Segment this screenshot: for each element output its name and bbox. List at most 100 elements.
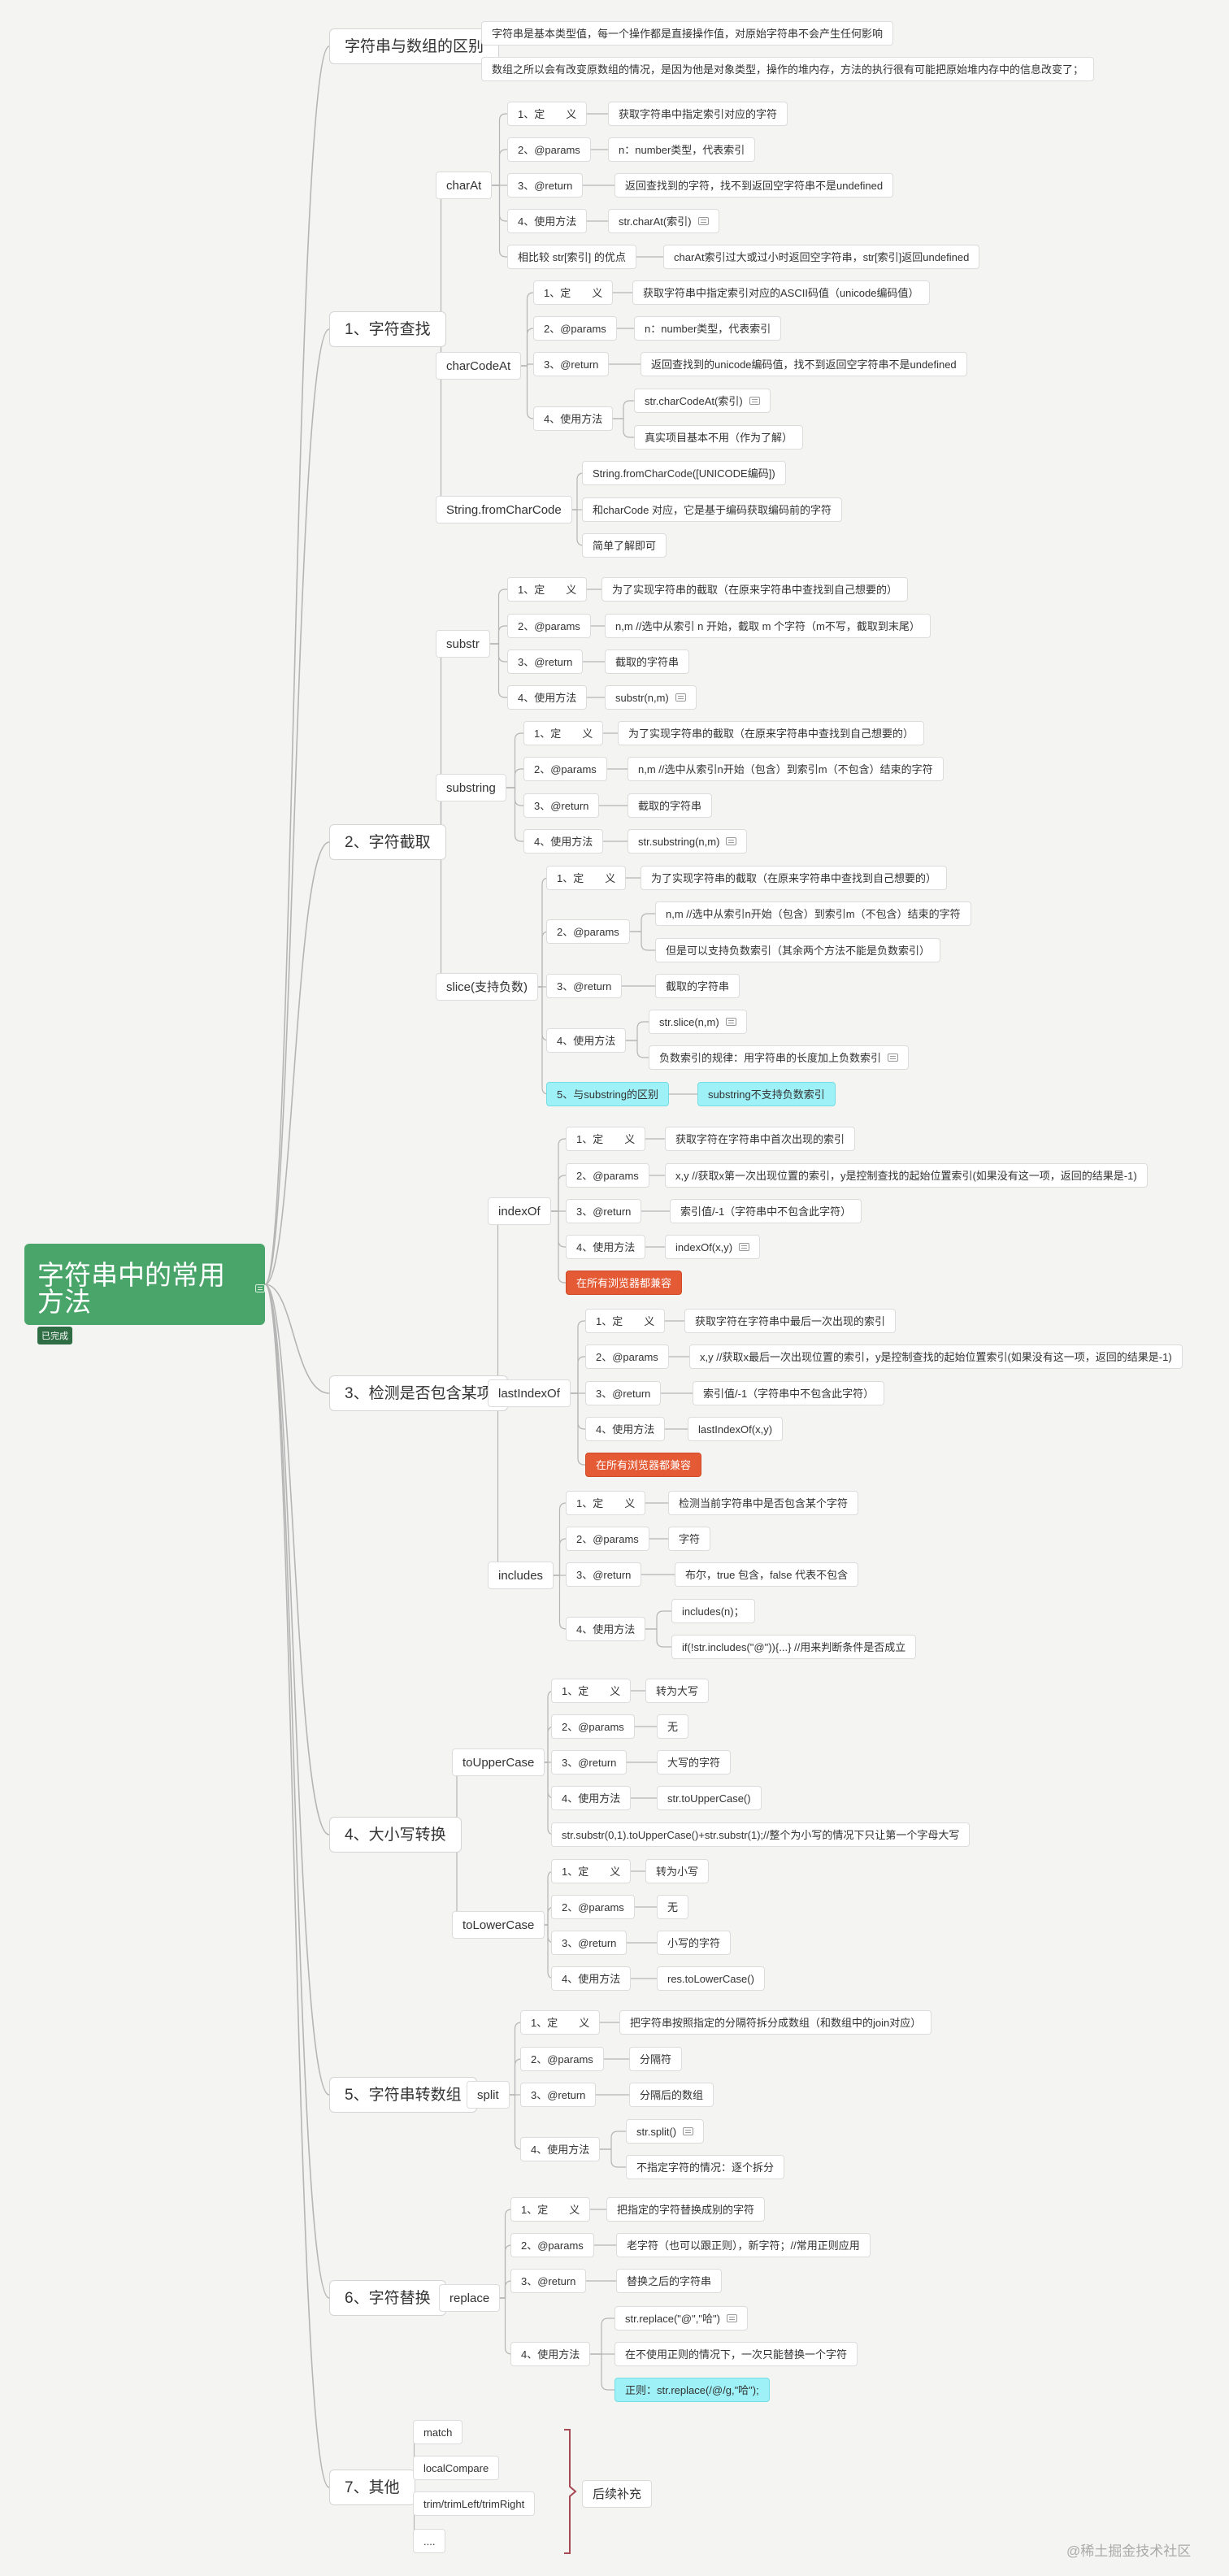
mindmap-node-n2a5v[interactable]: charAt索引过大或过小时返回空字符串，str[索引]返回undefined — [663, 245, 980, 269]
mindmap-node-n2b2v[interactable]: n：number类型，代表索引 — [634, 316, 782, 341]
mindmap-node-n2a4v[interactable]: str.charAt(索引) — [608, 209, 719, 233]
mindmap-node-n4b[interactable]: lastIndexOf — [488, 1379, 571, 1407]
mindmap-node-n4b1v[interactable]: 获取字符在字符串中最后一次出现的索引 — [684, 1309, 897, 1333]
mindmap-node-n6a2[interactable]: 2、@params — [520, 2047, 604, 2071]
mindmap-node-n2b4[interactable]: 4、使用方法 — [533, 406, 614, 431]
mindmap-node-n3b4[interactable]: 4、使用方法 — [523, 829, 604, 854]
mindmap-node-n4b4[interactable]: 4、使用方法 — [585, 1417, 666, 1441]
mindmap-node-n7a4v[interactable]: str.replace("@","哈") — [614, 2306, 748, 2331]
mindmap-node-n4a[interactable]: indexOf — [488, 1197, 551, 1225]
mindmap-node-n1a[interactable]: 字符串是基本类型值，每一个操作都是直接操作值，对原始字符串不会产生任何影响 — [481, 21, 894, 46]
mindmap-node-n2a4[interactable]: 4、使用方法 — [507, 209, 588, 233]
mindmap-node-n8c[interactable]: trim/trimLeft/trimRight — [413, 2491, 536, 2516]
mindmap-node-n7a4[interactable]: 4、使用方法 — [510, 2342, 591, 2366]
mindmap-node-n2b4v[interactable]: str.charCodeAt(索引) — [634, 389, 771, 413]
mindmap-node-n8a[interactable]: match — [413, 2420, 463, 2444]
mindmap-node-n4b3[interactable]: 3、@return — [585, 1381, 662, 1405]
mindmap-node-n3c[interactable]: slice(支持负数) — [436, 973, 538, 1001]
mindmap-node-n5a[interactable]: toUpperCase — [452, 1748, 545, 1776]
mindmap-node-n3a1v[interactable]: 为了实现字符串的截取（在原来字符串中查找到自己想要的） — [601, 577, 909, 602]
mindmap-node-n2b1[interactable]: 1、定 义 — [533, 280, 614, 305]
mindmap-node-n7a[interactable]: replace — [439, 2284, 501, 2312]
mindmap-node-n1b[interactable]: 数组之所以会有改变原数组的情况，是因为他是对象类型，操作的堆内存，方法的执行很有… — [481, 57, 1095, 81]
mindmap-node-n3c3v[interactable]: 截取的字符串 — [655, 974, 740, 998]
mindmap-node-n7a3v[interactable]: 替换之后的字符串 — [616, 2269, 723, 2293]
mindmap-node-n2c1[interactable]: String.fromCharCode([UNICODE编码]) — [582, 461, 786, 485]
mindmap-node-n4a2[interactable]: 2、@params — [566, 1163, 649, 1188]
mindmap-node-n2a3[interactable]: 3、@return — [507, 173, 584, 198]
mindmap-node-n2a2v[interactable]: n：number类型，代表索引 — [608, 137, 756, 162]
mindmap-node-n3a3[interactable]: 3、@return — [507, 649, 584, 674]
mindmap-node-n3b[interactable]: substring — [436, 774, 506, 801]
mindmap-node-n5a4[interactable]: 4、使用方法 — [551, 1786, 632, 1810]
mindmap-node-n5b4[interactable]: 4、使用方法 — [551, 1966, 632, 1991]
mindmap-node-n3c5v[interactable]: substring不支持负数索引 — [697, 1082, 836, 1106]
mindmap-node-n2a[interactable]: charAt — [436, 172, 493, 199]
mindmap-node-n3a2[interactable]: 2、@params — [507, 614, 591, 638]
mindmap-node-n6a4w[interactable]: 不指定字符的情况：逐个拆分 — [626, 2155, 785, 2179]
mindmap-node-n2c2[interactable]: 和charCode 对应，它是基于编码获取编码前的字符 — [582, 497, 842, 522]
mindmap-node-n7a4w[interactable]: 在不使用正则的情况下，一次只能替换一个字符 — [614, 2342, 858, 2366]
mindmap-node-n2b3[interactable]: 3、@return — [533, 352, 610, 376]
mindmap-node-n7a4x[interactable]: 正则：str.replace(/@/g,"哈"); — [614, 2378, 770, 2402]
mindmap-node-n4c1v[interactable]: 检测当前字符串中是否包含某个字符 — [668, 1491, 859, 1515]
mindmap-node-n8b[interactable]: localCompare — [413, 2456, 500, 2480]
mindmap-node-n2a1[interactable]: 1、定 义 — [507, 102, 588, 126]
mindmap-node-n2b1v[interactable]: 获取字符串中指定索引对应的ASCII码值（unicode编码值） — [632, 280, 930, 305]
mindmap-node-n7a2v[interactable]: 老字符（也可以跟正则），新字符；//常用正则应用 — [616, 2233, 871, 2257]
mindmap-node-n2[interactable]: 1、字符查找 — [329, 311, 446, 347]
mindmap-node-n5b1v[interactable]: 转为小写 — [645, 1859, 710, 1883]
mindmap-node-n3b3[interactable]: 3、@return — [523, 793, 600, 818]
mindmap-node-n2c3[interactable]: 简单了解即可 — [582, 533, 667, 558]
mindmap-node-n2b3v[interactable]: 返回查找到的unicode编码值，找不到返回空字符串不是undefined — [641, 352, 967, 376]
mindmap-node-n4b2v[interactable]: x,y //获取x最后一次出现位置的索引，y是控制查找的起始位置索引(如果没有这… — [689, 1344, 1183, 1369]
mindmap-node-n1[interactable]: 字符串与数组的区别 — [329, 28, 500, 64]
mindmap-node-n5a3[interactable]: 3、@return — [551, 1750, 628, 1775]
mindmap-node-n6a3v[interactable]: 分隔后的数组 — [629, 2083, 714, 2107]
mindmap-node-n4a1[interactable]: 1、定 义 — [566, 1127, 646, 1151]
mindmap-node-n2a3v[interactable]: 返回查找到的字符，找不到返回空字符串不是undefined — [614, 173, 894, 198]
mindmap-node-n3c3[interactable]: 3、@return — [546, 974, 623, 998]
mindmap-node-n3a4[interactable]: 4、使用方法 — [507, 685, 588, 710]
mindmap-node-n2b2[interactable]: 2、@params — [533, 316, 617, 341]
mindmap-node-n4a3v[interactable]: 索引值/-1（字符串中不包含此字符） — [670, 1199, 862, 1223]
mindmap-node-n6a4v[interactable]: str.split() — [626, 2119, 705, 2144]
mindmap-node-n7[interactable]: 6、字符替换 — [329, 2280, 446, 2316]
mindmap-node-n5a2v[interactable]: 无 — [657, 1714, 689, 1739]
mindmap-node-n5b3[interactable]: 3、@return — [551, 1931, 628, 1955]
mindmap-node-n2a5[interactable]: 相比较 str[索引] 的优点 — [507, 245, 636, 269]
mindmap-node-n4a5[interactable]: 在所有浏览器都兼容 — [566, 1271, 683, 1295]
mindmap-node-n3c4[interactable]: 4、使用方法 — [546, 1028, 627, 1053]
mindmap-node-n5a4v[interactable]: str.toUpperCase() — [657, 1786, 762, 1810]
mindmap-node-n4a4v[interactable]: indexOf(x,y) — [665, 1235, 761, 1259]
mindmap-node-n2b[interactable]: charCodeAt — [436, 352, 522, 380]
mindmap-node-n4c4v[interactable]: includes(n)； — [671, 1599, 755, 1623]
mindmap-node-n7a2[interactable]: 2、@params — [510, 2233, 594, 2257]
mindmap-node-n3b2[interactable]: 2、@params — [523, 757, 607, 781]
mindmap-node-n3c2w[interactable]: 但是可以支持负数索引（其余两个方法不能是负数索引） — [655, 938, 941, 962]
mindmap-node-n3a[interactable]: substr — [436, 630, 490, 658]
mindmap-node-n4c3v[interactable]: 布尔，true 包含，false 代表不包含 — [675, 1562, 859, 1587]
mindmap-node-n6a3[interactable]: 3、@return — [520, 2083, 597, 2107]
mindmap-node-n5b2[interactable]: 2、@params — [551, 1895, 635, 1919]
mindmap-node-n5b1[interactable]: 1、定 义 — [551, 1859, 632, 1883]
mindmap-node-n3b1[interactable]: 1、定 义 — [523, 721, 604, 745]
mindmap-node-n5a1v[interactable]: 转为大写 — [645, 1679, 710, 1703]
mindmap-node-n5b3v[interactable]: 小写的字符 — [657, 1931, 732, 1955]
mindmap-node-n4b3v[interactable]: 索引值/-1（字符串中不包含此字符） — [693, 1381, 885, 1405]
mindmap-node-n4[interactable]: 3、检测是否包含某项 — [329, 1375, 508, 1411]
mindmap-node-n3c1v[interactable]: 为了实现字符串的截取（在原来字符串中查找到自己想要的） — [641, 866, 948, 890]
mindmap-node-n6a1v[interactable]: 把字符串按照指定的分隔符拆分成数组（和数组中的join对应） — [619, 2010, 932, 2035]
mindmap-node-n8s[interactable]: 后续补充 — [582, 2480, 653, 2508]
mindmap-node-n4a4[interactable]: 4、使用方法 — [566, 1235, 646, 1259]
mindmap-node-n5b4v[interactable]: res.toLowerCase() — [657, 1966, 765, 1991]
mindmap-node-n5[interactable]: 4、大小写转换 — [329, 1817, 462, 1853]
mindmap-node-n4a2v[interactable]: x,y //获取x第一次出现位置的索引，y是控制查找的起始位置索引(如果没有这一… — [665, 1163, 1148, 1188]
mindmap-node-n6a[interactable]: split — [467, 2081, 510, 2109]
mindmap-node-n4c[interactable]: includes — [488, 1562, 554, 1589]
mindmap-node-n3b1v[interactable]: 为了实现字符串的截取（在原来字符串中查找到自己想要的） — [618, 721, 925, 745]
mindmap-node-n3a3v[interactable]: 截取的字符串 — [605, 649, 690, 674]
root-topic[interactable]: 字符串中的常用方法 已完成 — [24, 1244, 265, 1344]
mindmap-node-n5b2v[interactable]: 无 — [657, 1895, 689, 1919]
mindmap-node-n3c4w[interactable]: 负数索引的规律：用字符串的长度加上负数索引 — [649, 1045, 910, 1070]
